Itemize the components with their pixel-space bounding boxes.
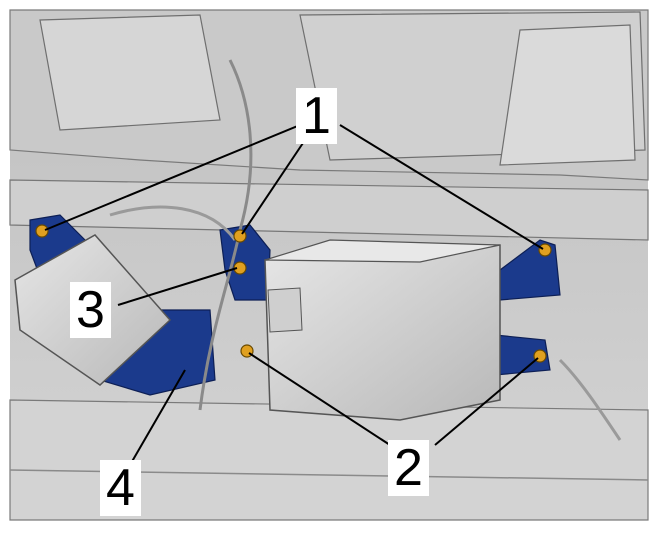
seat-panel-far-right — [499, 24, 636, 166]
leader-2a — [248, 352, 391, 446]
leader-4 — [129, 369, 186, 466]
main-control-unit — [264, 244, 501, 421]
leader-1c — [339, 124, 544, 250]
leader-1a — [44, 124, 301, 231]
main-control-unit-top — [264, 239, 501, 263]
cross-member — [9, 179, 649, 241]
main-control-unit-connector — [267, 287, 303, 333]
fastener-1c — [538, 243, 552, 257]
seat-panel-left — [39, 14, 221, 131]
wire-harness-2 — [109, 205, 237, 241]
callout-2: 2 — [388, 440, 429, 496]
wire-harness-3 — [558, 358, 622, 441]
leader-3 — [117, 267, 238, 306]
leader-lines — [44, 124, 544, 466]
callout-1: 1 — [296, 88, 337, 144]
callout-4: 4 — [100, 460, 141, 516]
leader-2b — [434, 357, 539, 446]
leader-1b — [241, 139, 306, 235]
callout-3: 3 — [70, 282, 111, 338]
fastener-1a — [35, 224, 49, 238]
